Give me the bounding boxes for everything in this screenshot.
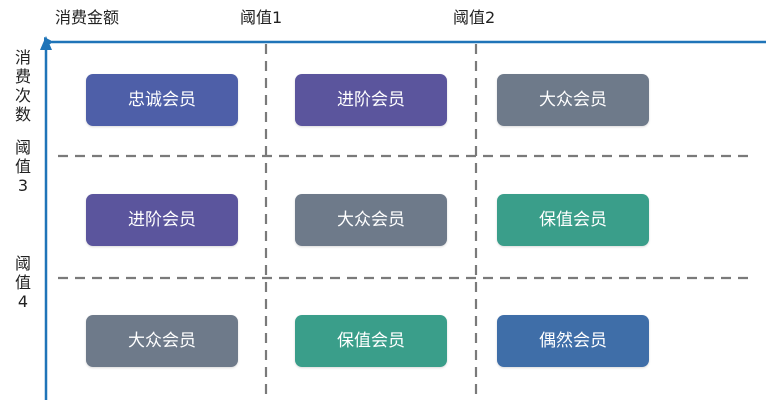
y-threshold-3-label: 阈值3 xyxy=(14,138,31,195)
y-axis-title: 消费次数 xyxy=(14,48,31,124)
y-threshold-4-label: 阈值4 xyxy=(14,254,31,311)
y-axis-arrowhead xyxy=(40,36,52,50)
member-tier-badge: 保值会员 xyxy=(497,194,649,246)
x-threshold-1-label: 阈值1 xyxy=(240,8,283,27)
member-tier-badge: 保值会员 xyxy=(295,315,447,367)
member-tier-badge: 进阶会员 xyxy=(86,194,238,246)
member-tier-badge: 大众会员 xyxy=(497,74,649,126)
member-tier-badge: 忠诚会员 xyxy=(86,74,238,126)
member-tier-badge: 大众会员 xyxy=(295,194,447,246)
x-axis-title: 消费金额 xyxy=(55,8,120,27)
member-tier-badge: 进阶会员 xyxy=(295,74,447,126)
x-threshold-2-label: 阈值2 xyxy=(453,8,496,27)
member-tier-badge: 大众会员 xyxy=(86,315,238,367)
member-tier-badge: 偶然会员 xyxy=(497,315,649,367)
